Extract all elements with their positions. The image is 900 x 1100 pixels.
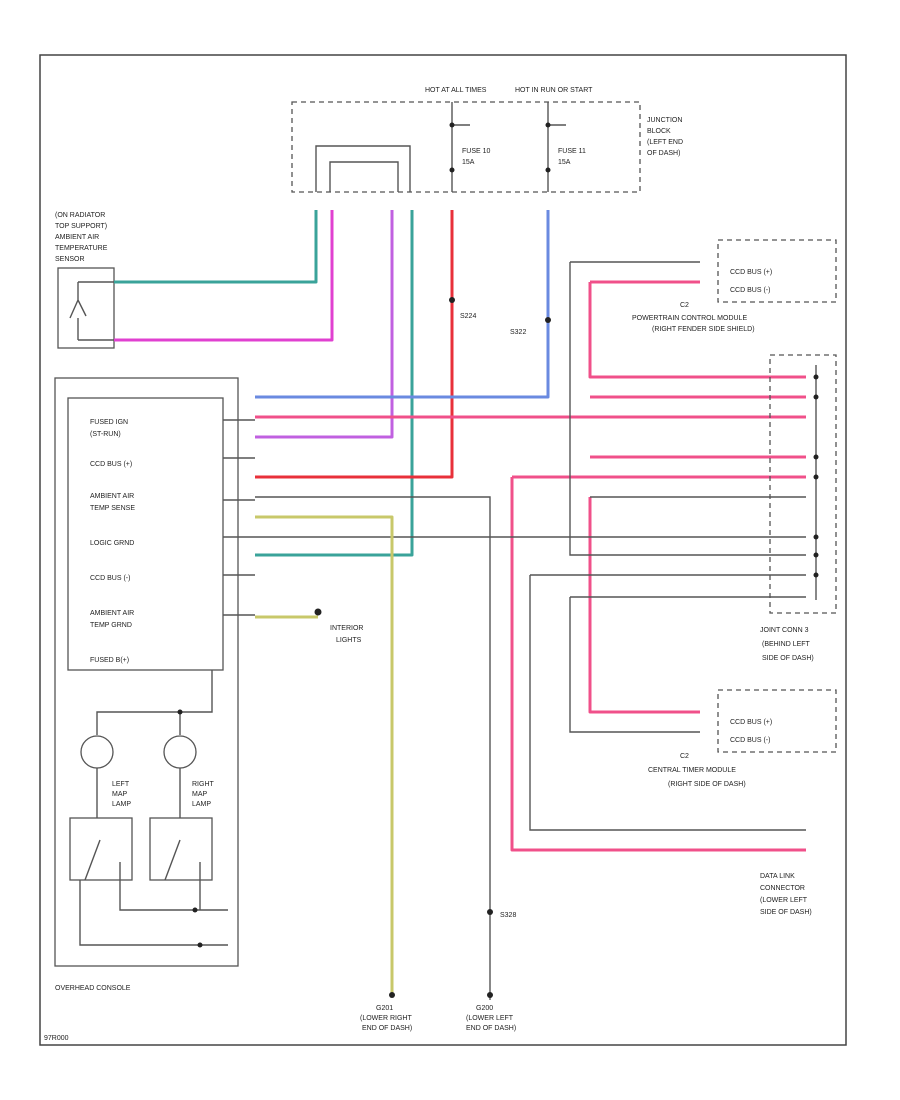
- overhead-console: FUSED IGN (ST-RUN) CCD BUS (+) AMBIENT A…: [54, 377, 255, 992]
- jc-label-3: SIDE OF DASH): [762, 655, 814, 662]
- oc-pin-5: TEMP SENSE: [90, 505, 135, 512]
- interior-label-2: LIGHTS: [336, 637, 362, 644]
- oc-pin-9: TEMP GRND: [90, 622, 132, 629]
- ctm-bus-minus: CCD BUS (-): [730, 737, 770, 744]
- splice-s328: S328: [500, 912, 516, 919]
- wire-pink-ccd-7: [510, 477, 806, 852]
- fuse11-label: FUSE 11: [558, 148, 586, 155]
- oc-pin-2: (ST-RUN): [90, 431, 121, 438]
- jc-label-2: (BEHIND LEFT: [762, 641, 811, 648]
- diagram-frame: [39, 54, 847, 1046]
- right-lamp-1: RIGHT: [192, 781, 215, 788]
- sensor-label-1: (ON RADIATOR: [55, 212, 105, 219]
- pcm-bus-minus: CCD BUS (-): [730, 287, 770, 294]
- oc-pin-6: LOGIC GRND: [90, 540, 134, 547]
- g200-label-2: (LOWER LEFT: [466, 1015, 514, 1022]
- g200-label-3: END OF DASH): [466, 1025, 516, 1032]
- oc-pin-3: CCD BUS (+): [90, 461, 132, 468]
- fuse11-amp: 15A: [558, 159, 571, 166]
- wire-yellow-ground: [255, 515, 394, 995]
- junction-block: HOT AT ALL TIMES HOT IN RUN OR START FUS…: [291, 87, 683, 193]
- wire-pink-ccd-8: [588, 497, 700, 714]
- oc-pin-4: AMBIENT AIR: [90, 493, 134, 500]
- jc-label-1: JOINT CONN 3: [760, 627, 809, 634]
- sensor-label-3: AMBIENT AIR: [55, 234, 99, 241]
- left-lamp-2: MAP: [112, 791, 128, 798]
- junction-block-label-3: (LEFT END: [647, 139, 683, 146]
- g201-label-2: (LOWER RIGHT: [360, 1015, 412, 1022]
- g201-label-1: G201: [376, 1005, 393, 1012]
- oc-pin-7: CCD BUS (-): [90, 575, 130, 582]
- junction-block-label-4: OF DASH): [647, 150, 680, 157]
- dlc-label-1: DATA LINK: [760, 873, 795, 880]
- powertrain-control-module: CCD BUS (+) CCD BUS (-) C2 POWERTRAIN CO…: [632, 239, 837, 333]
- pcm-bus-plus: CCD BUS (+): [730, 269, 772, 276]
- sensor-label-4: TEMPERATURE: [55, 245, 108, 252]
- wire-violet-overhead: [255, 210, 394, 439]
- ctm-label-2: CENTRAL TIMER MODULE: [648, 767, 736, 774]
- ctm-bus-plus: CCD BUS (+): [730, 719, 772, 726]
- wire-teal-overhead: [255, 210, 414, 557]
- fuse10-amp: 15A: [462, 159, 475, 166]
- footer-code: 97R000: [44, 1035, 69, 1042]
- dlc-label-3: (LOWER LEFT: [760, 897, 808, 904]
- sensor-label-5: SENSOR: [55, 256, 85, 263]
- splice-s224: S224: [460, 313, 476, 320]
- dlc-label-2: CONNECTOR: [760, 885, 805, 892]
- oc-pin-1: FUSED IGN: [90, 419, 128, 426]
- ctm-label-1: C2: [680, 753, 689, 760]
- central-timer-module: CCD BUS (+) CCD BUS (-) C2 CENTRAL TIMER…: [648, 689, 837, 788]
- joint-connector: JOINT CONN 3 (BEHIND LEFT SIDE OF DASH): [760, 354, 837, 662]
- hot-at-all-times-label: HOT AT ALL TIMES: [425, 87, 487, 94]
- overhead-console-label: OVERHEAD CONSOLE: [55, 985, 131, 992]
- data-link-connector: DATA LINK CONNECTOR (LOWER LEFT SIDE OF …: [760, 873, 812, 916]
- wire-teal-sensor: [114, 210, 318, 284]
- splice-s322: S322: [510, 329, 526, 336]
- wire-pink-ccd-3: [588, 282, 806, 379]
- right-lamp-3: LAMP: [192, 801, 211, 808]
- oc-pin-8: AMBIENT AIR: [90, 610, 134, 617]
- junction-block-label-1: JUNCTION: [647, 117, 682, 124]
- ctm-label-3: (RIGHT SIDE OF DASH): [668, 781, 746, 788]
- g201-label-3: END OF DASH): [362, 1025, 412, 1032]
- wire-blue-fuse: [255, 210, 550, 399]
- g200-label-1: G200: [476, 1005, 493, 1012]
- hot-in-run-label: HOT IN RUN OR START: [515, 87, 593, 94]
- junction-block-label-2: BLOCK: [647, 128, 671, 135]
- left-lamp-3: LAMP: [112, 801, 131, 808]
- sensor-label-2: TOP SUPPORT): [55, 223, 107, 230]
- pcm-label-1: C2: [680, 302, 689, 309]
- oc-pin-10: FUSED B(+): [90, 657, 129, 664]
- pcm-label-3: (RIGHT FENDER SIDE SHIELD): [652, 326, 755, 333]
- dlc-label-4: SIDE OF DASH): [760, 909, 812, 916]
- left-lamp-1: LEFT: [112, 781, 130, 788]
- fuse10-label: FUSE 10: [462, 148, 491, 155]
- wire-magenta-sensor: [114, 210, 334, 342]
- right-lamp-2: MAP: [192, 791, 208, 798]
- interior-label-1: INTERIOR: [330, 625, 363, 632]
- ambient-air-temperature-sensor: (ON RADIATOR TOP SUPPORT) AMBIENT AIR TE…: [55, 212, 115, 349]
- pcm-label-2: POWERTRAIN CONTROL MODULE: [632, 315, 747, 322]
